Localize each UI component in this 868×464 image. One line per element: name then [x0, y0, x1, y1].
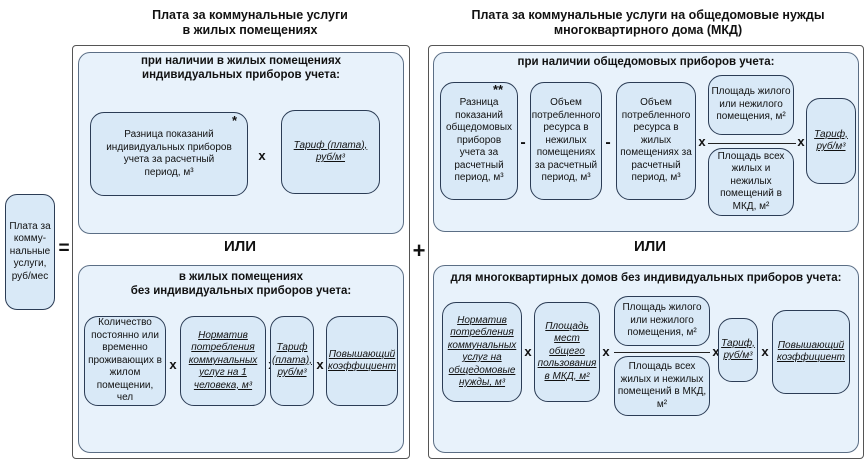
house-meter-difference-label: Разница показаний общедомовых приборов у… — [445, 97, 513, 184]
premises-area-numerator-label: Площадь жилого или нежилого помещения, м… — [622, 302, 702, 339]
consumption-norm-box: Норматив потребления коммунальных услуг … — [180, 316, 266, 406]
multiply-sign: х — [316, 357, 324, 372]
right-section-title: Плата за коммунальные услуги на общедомо… — [471, 8, 825, 37]
double-asterisk-mark: ** — [493, 82, 504, 97]
total-area-denominator-label: Площадь всех жилых и нежилых помещений в… — [617, 361, 707, 410]
increasing-coefficient-label: Повышающий коэффициент — [776, 339, 846, 364]
minus-sign: - — [520, 134, 526, 151]
left-bracket — [72, 45, 410, 459]
multiply-sign: х — [712, 344, 720, 359]
total-area-denominator-box: Площадь всех жилых и нежилых помещений в… — [708, 148, 794, 216]
common-needs-norm-box: Норматив потребления коммунальных услуг … — [442, 302, 522, 402]
left-or-label: ИЛИ — [223, 238, 257, 255]
multiply-sign: х — [169, 357, 177, 372]
increasing-coefficient-box: Повышающий коэффициент — [772, 310, 850, 394]
plus-sign: + — [412, 238, 426, 263]
multiply-sign: х — [602, 344, 610, 359]
tariff-label: Тариф (плата), руб/м³ — [272, 342, 312, 379]
monthly-payment-label: Плата за комму-нальные услуги, руб/мес — [9, 220, 51, 282]
right-bracket — [428, 45, 864, 459]
common-area-box: Площадь мест общего пользования в МКД, м… — [534, 302, 600, 402]
premises-area-numerator-label: Площадь жилого или нежилого помещения, м… — [711, 86, 791, 123]
increasing-coefficient-label: Повышающий коэффициент — [327, 348, 397, 373]
asterisk-mark: * — [232, 113, 238, 128]
right-or-label: ИЛИ — [633, 238, 667, 255]
left-bottom-panel-title: в жилых помещениях без индивидуальных пр… — [130, 271, 352, 297]
right-bottom-panel-title: для многоквартирных домов без индивидуал… — [450, 272, 842, 284]
right-top-panel-title: при наличии общедомовых приборов учета: — [517, 56, 775, 68]
premises-area-numerator-box: Площадь жилого или нежилого помещения, м… — [708, 75, 794, 135]
equals-sign: = — [58, 238, 70, 259]
nonresidential-volume-label: Объем потребленного ресурса в нежилых по… — [531, 97, 601, 184]
left-section-title: Плата за коммунальные услуги в жилых пом… — [152, 8, 348, 37]
multiply-sign: х — [258, 148, 266, 163]
tariff-box: Тариф (плата), руб/м³ — [281, 110, 380, 194]
nonresidential-volume-box: Объем потребленного ресурса в нежилых по… — [530, 82, 602, 200]
tariff-label: Тариф, руб/м³ — [721, 337, 755, 362]
individual-meter-difference-box: Разница показаний индивидуальных приборо… — [90, 112, 248, 196]
total-area-denominator-label: Площадь всех жилых и нежилых помещений в… — [717, 150, 785, 212]
multiply-sign: х — [698, 134, 706, 149]
multiply-sign: х — [524, 344, 532, 359]
common-area-label: Площадь мест общего пользования в МКД, м… — [537, 320, 597, 382]
tariff-label: Тариф (плата), руб/м³ — [293, 139, 368, 164]
residents-count-box: Количество постоянно или временно прожив… — [84, 316, 166, 406]
multiply-sign: х — [797, 134, 805, 149]
common-needs-norm-label: Норматив потребления коммунальных услуг … — [447, 314, 517, 389]
tariff-box: Тариф, руб/м³ — [718, 318, 758, 382]
increasing-coefficient-box: Повышающий коэффициент — [326, 316, 398, 406]
monthly-payment-box: Плата за комму-нальные услуги, руб/мес — [5, 194, 55, 310]
residents-count-label: Количество постоянно или временно прожив… — [88, 317, 162, 404]
residential-volume-label: Объем потребленного ресурса в жилых поме… — [620, 97, 692, 184]
fraction-line — [708, 143, 796, 145]
individual-meter-difference-label: Разница показаний индивидуальных приборо… — [106, 129, 232, 178]
tariff-box: Тариф (плата), руб/м³ — [270, 316, 314, 406]
multiply-sign: х — [761, 344, 769, 359]
premises-area-numerator-box: Площадь жилого или нежилого помещения, м… — [614, 296, 710, 346]
house-meter-difference-box: Разница показаний общедомовых приборов у… — [440, 82, 518, 200]
total-area-denominator-box: Площадь всех жилых и нежилых помещений в… — [614, 356, 710, 416]
tariff-box: Тариф, руб/м³ — [806, 98, 856, 184]
left-top-panel-title: при наличии в жилых помещениях индивидуа… — [140, 55, 342, 81]
consumption-norm-label: Норматив потребления коммунальных услуг … — [188, 329, 258, 391]
fraction-line — [614, 352, 710, 354]
residential-volume-box: Объем потребленного ресурса в жилых поме… — [616, 82, 696, 200]
minus-sign: - — [605, 134, 611, 151]
tariff-label: Тариф, руб/м³ — [814, 128, 848, 153]
